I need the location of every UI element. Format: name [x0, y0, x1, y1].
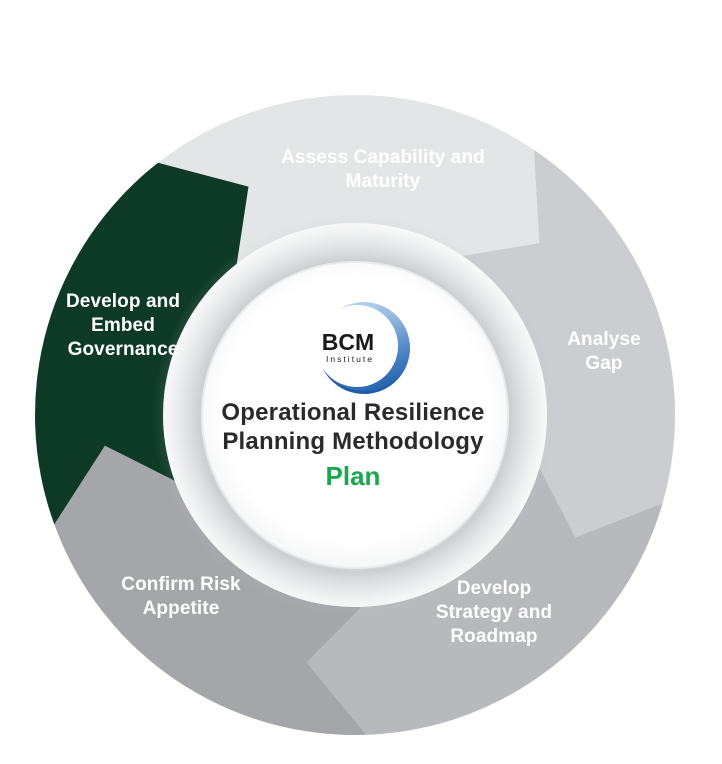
- label-develop-embed-governance: Develop and Embed Governance: [65, 291, 181, 360]
- label-develop-strategy-roadmap: Develop Strategy and Roadmap: [435, 578, 553, 647]
- logo-brand-text: BCM: [322, 329, 374, 355]
- label-confirm-risk-appetite: Confirm Risk Appetite: [121, 574, 241, 619]
- label-analyse-gap: Analyse Gap: [567, 329, 641, 374]
- segment-develop-strategy-roadmap: [306, 467, 663, 735]
- logo-sub-text: Institute: [326, 354, 374, 364]
- segment-analyse-gap: [462, 149, 675, 538]
- logo-graphic: BCM Institute: [322, 302, 410, 395]
- logo-swoosh-tail: [323, 369, 400, 394]
- segment-assess-capability-maturity: [158, 94, 540, 264]
- label-assess-capability-maturity: Assess Capability and Maturity: [281, 147, 485, 192]
- segment-confirm-risk-appetite: [54, 445, 367, 735]
- bcm-institute-logo: BCM Institute: [313, 300, 413, 396]
- diagram-title: Operational Resilience Planning Methodol…: [221, 399, 485, 455]
- phase-label: Plan: [325, 461, 381, 491]
- segment-develop-embed-governance: [35, 162, 249, 525]
- center-disc: [201, 261, 509, 569]
- center-text-block: Operational Resilience Planning Methodol…: [188, 398, 518, 491]
